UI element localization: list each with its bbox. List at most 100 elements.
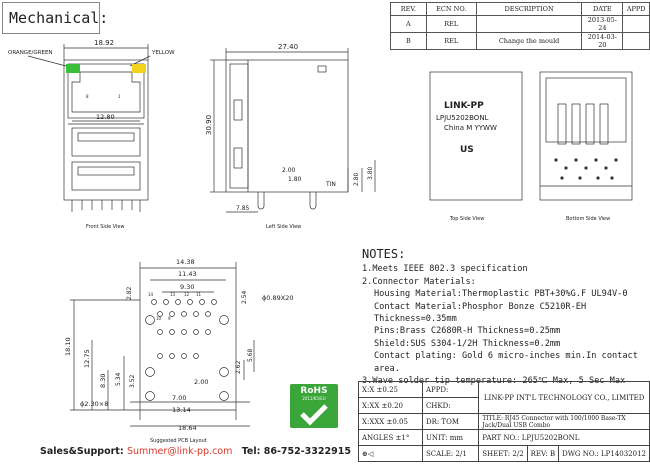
note-line: Contact plating: Gold 6 micro-inches min… xyxy=(374,351,638,374)
sales-footer: Sales&Support: Summer@link-pp.com Tel: 8… xyxy=(40,446,351,457)
pcb-hole-label: ϕ0.89X20 xyxy=(262,294,293,302)
side-width-dim: 27.40 xyxy=(278,43,298,51)
dr-cell: DR: TOM xyxy=(421,413,480,430)
projection-icon: ⊕◁ xyxy=(362,449,374,458)
rohs-label: RoHS xyxy=(300,386,328,396)
front-view xyxy=(27,44,151,212)
pcb-pin-label: 10 xyxy=(156,316,162,321)
pcb-dim-h2: 12.75 xyxy=(83,349,91,368)
note-line: Housing Material:Thermoplastic PBT+30%G.… xyxy=(374,289,628,300)
pcb-dim-2: 11.43 xyxy=(178,270,197,278)
pcb-dim-h7: 2.62 xyxy=(235,360,242,374)
tolerance-3: X:XXX ±0.05 xyxy=(358,413,423,430)
chkd-cell: CHKD: xyxy=(421,397,480,414)
page-title: Mechanical: xyxy=(2,2,108,34)
top-part-label: LPJU5202BONL xyxy=(436,114,489,122)
pcb-layout xyxy=(70,262,255,427)
dwg-cell: DWG NO.: LP14032012 xyxy=(558,445,650,462)
pcb-dim-h3: 8.30 xyxy=(99,374,107,388)
pcb-dim-3: 9.30 xyxy=(180,283,194,291)
pcb-dim-b2: 7.00 xyxy=(172,394,186,402)
pcb-pin-label: 11 xyxy=(196,292,202,297)
table-row: B REL Change the mould 2014-03-20 xyxy=(390,32,650,50)
pcb-pin-label: 14 xyxy=(148,292,154,297)
company-name: LINK-PP INT'L TECHNOLOGY CO., LIMITED xyxy=(478,381,650,414)
title-block: X:X ±0.25 APPD: LINK-PP INT'L TECHNOLOGY… xyxy=(358,381,650,462)
pcb-dim-b3: 13.14 xyxy=(172,406,191,414)
pcb-dim-right: 2.54 xyxy=(241,290,248,304)
sales-phone: Tel: 86-752-3322915 xyxy=(241,446,351,457)
port-width-dim: 12.80 xyxy=(96,113,115,121)
bottom-caption: Bottom Side View xyxy=(566,216,610,222)
ul-mark: US xyxy=(460,145,474,155)
projection-symbol: ⊕◁ xyxy=(358,445,423,462)
pcb-dim-b4: 18.64 xyxy=(178,424,197,432)
pcb-caption: Suggested PCB Layout xyxy=(150,438,207,444)
bottom-pins xyxy=(554,158,618,180)
tolerance-2: X:XX ±0.20 xyxy=(358,397,423,414)
side-caption: Left Side View xyxy=(266,224,301,230)
angles-cell: ANGLES ±1° xyxy=(358,429,423,446)
scale-cell: SCALE: 2/1 xyxy=(421,445,480,462)
pin-left-label: 8 xyxy=(86,94,89,99)
table-row: A REL 2013-05-24 xyxy=(390,15,650,33)
checkmark-icon xyxy=(300,404,328,426)
pcb-dim-h6: 5.68 xyxy=(247,348,254,362)
note-line: 2.Connector Materials: xyxy=(362,276,476,287)
pcb-dim-left: 2.82 xyxy=(126,286,133,300)
pcb-pin-label: 12 xyxy=(184,292,190,297)
tin-label: TIN xyxy=(325,181,336,188)
side-dim-1: 2.00 xyxy=(282,167,296,174)
led-right-label: YELLOW xyxy=(151,50,175,56)
rohs-badge: RoHS 2011/65/EU xyxy=(290,384,338,428)
revision-table: REV. ECN NO. DESCRIPTION DATE APPD A REL… xyxy=(390,2,650,50)
note-line: Contact Material:Phosphor Bonze C5210R-E… xyxy=(374,301,587,325)
table-cell xyxy=(622,32,650,50)
drawing-title: TITLE: RJ45 Connector with 100/1000 Base… xyxy=(478,413,650,430)
table-row: X:X ±0.25 APPD: LINK-PP INT'L TECHNOLOGY… xyxy=(358,381,650,414)
note-line: 1.Meets IEEE 802.3 specification xyxy=(362,264,528,275)
side-dim-3: 2.80 xyxy=(353,172,360,186)
side-height-dim: 30.90 xyxy=(205,115,213,135)
pin-right-label: 1 xyxy=(118,94,121,99)
table-row: ANGLES ±1° UNIT: mm PART NO.: LPJU5202BO… xyxy=(358,429,650,446)
unit-cell: UNIT: mm xyxy=(421,429,480,446)
top-view xyxy=(429,71,523,201)
side-dim-2: 1.80 xyxy=(288,176,302,183)
side-dim-5: 7.85 xyxy=(236,205,250,212)
note-line: Pins:Brass C2680R-H Thickness=0.25mm xyxy=(374,326,561,337)
table-header-cell: APPD xyxy=(622,2,650,16)
pcb-big-hole: ϕ2.30×8 xyxy=(80,400,108,408)
table-row: X:XXX ±0.05 DR: TOM TITLE: RJ45 Connecto… xyxy=(358,413,650,430)
pcb-pin-label: 9 xyxy=(168,316,171,321)
notes-block: NOTES: 1.Meets IEEE 802.3 specification … xyxy=(362,248,650,387)
front-caption: Front Side View xyxy=(86,224,125,230)
yellow-led-icon xyxy=(132,64,146,73)
table-cell: 2014-03-20 xyxy=(581,32,624,50)
rev-cell: REV: B xyxy=(526,445,560,462)
bottom-view xyxy=(539,71,633,201)
tolerance-1: X:X ±0.25 xyxy=(358,381,423,398)
top-caption: Top Side View xyxy=(449,216,484,222)
pcb-dim-h4: 5.34 xyxy=(115,372,122,386)
sales-email-link[interactable]: Summer@link-pp.com xyxy=(126,446,233,457)
pcb-dim-b1: 2.00 xyxy=(194,378,208,386)
table-row: ⊕◁ SCALE: 2/1 SHEET: 2/2 REV: B DWG NO.:… xyxy=(358,445,650,462)
side-dim-4: 3.80 xyxy=(367,166,374,180)
top-origin-label: China M YYWW xyxy=(444,124,497,132)
rohs-sub: 2011/65/EU xyxy=(302,396,326,401)
pcb-pin-label: 13 xyxy=(170,292,176,297)
led-left-label: ORANGE/GREEN xyxy=(8,50,53,56)
pcb-holes xyxy=(145,299,229,401)
appd-cell: APPD: xyxy=(421,381,480,398)
sales-label: Sales&Support: xyxy=(40,446,124,457)
pcb-dim-top: 14.38 xyxy=(176,258,195,266)
sheet-cell: SHEET: 2/2 xyxy=(478,445,528,462)
pcb-dim-h5: 3.52 xyxy=(129,374,136,388)
table-cell: REL xyxy=(425,32,477,50)
pcb-dim-h1: 18.10 xyxy=(64,337,72,356)
brand-logo: LINK-PP xyxy=(444,101,484,111)
part-no: PART NO.: LPJU5202BONL xyxy=(478,429,650,446)
notes-title: NOTES: xyxy=(362,247,406,261)
